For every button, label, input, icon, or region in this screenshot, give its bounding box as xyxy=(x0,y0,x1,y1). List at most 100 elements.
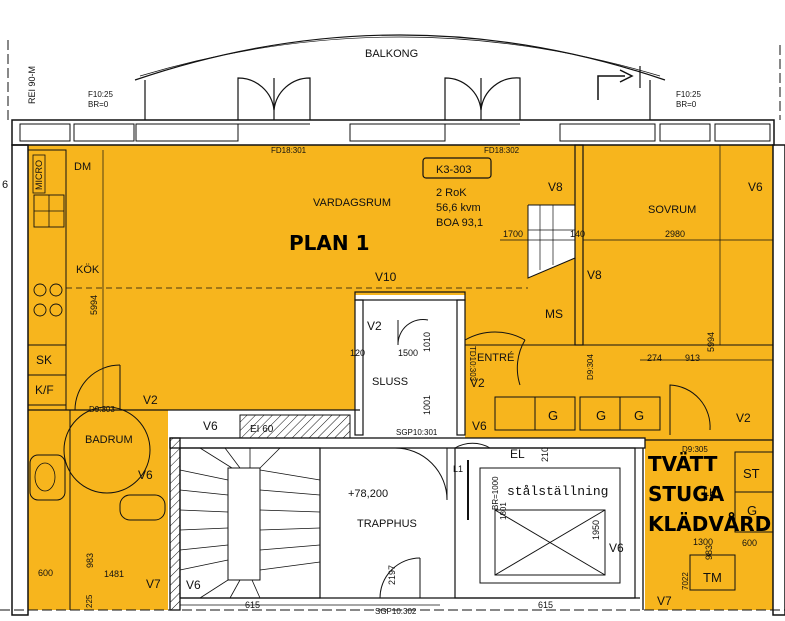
wardrobe xyxy=(534,396,576,431)
dim-1001: 1001 xyxy=(422,395,432,415)
label-g2: G xyxy=(596,408,606,423)
label-br1000: BR=1000 xyxy=(491,476,500,510)
door-sgp302 xyxy=(379,557,421,599)
label-sgp302: SGP10:302 xyxy=(375,607,417,616)
label-g4: G xyxy=(747,503,757,518)
label-v6-left: 6 xyxy=(2,179,8,191)
handwritten-note-1: TVÄTT xyxy=(648,452,718,476)
label-apartment-type: 2 RoK xyxy=(436,187,467,199)
bad-door xyxy=(74,364,121,411)
label-trapphus: TRAPPHUS xyxy=(357,518,417,530)
floor-corridor xyxy=(450,395,640,435)
label-f10-left: F10:25 xyxy=(88,90,113,99)
window xyxy=(559,123,656,142)
dim-600a: 600 xyxy=(38,568,53,578)
stair-core xyxy=(227,467,261,581)
door-sgp301 xyxy=(394,447,448,501)
dim-1950: 1950 xyxy=(591,520,601,540)
label-l1: L1 xyxy=(453,464,463,474)
label-apartment-boa: BOA 93,1 xyxy=(436,217,483,229)
outer-walls xyxy=(0,40,785,616)
label-v2-sluss: V2 xyxy=(367,319,382,333)
label-entre: ENTRÉ xyxy=(477,351,514,364)
label-v6-bad: V6 xyxy=(138,468,153,482)
label-f10-right: F10:25 xyxy=(676,90,701,99)
window xyxy=(714,123,771,142)
plan-title: PLAN 1 xyxy=(289,231,370,255)
label-v6-sovrum: V6 xyxy=(748,180,763,194)
toilet xyxy=(119,494,166,521)
label-d9-303: D9:303 xyxy=(89,405,115,414)
door-leaf xyxy=(273,77,311,120)
label-v10: V10 xyxy=(375,270,397,284)
label-apartment-area: 56,6 kvm xyxy=(436,202,481,214)
micro-box xyxy=(32,154,46,194)
label-v8a: V8 xyxy=(548,180,563,194)
dim-1801: 1801 xyxy=(499,502,508,520)
label-v7a: V7 xyxy=(146,577,161,591)
dim-7022: 7022 xyxy=(681,572,690,590)
turning-circle xyxy=(63,406,151,494)
handwritten-note-3: KLÄDVÅRD xyxy=(648,512,771,536)
entry-door-arc xyxy=(516,339,526,386)
dim-983a: 983 xyxy=(85,553,95,568)
label-v2-bad: V2 xyxy=(143,393,158,407)
floor-tvattstuga xyxy=(643,440,773,610)
stair-treads xyxy=(179,447,321,599)
dim-1300: 1300 xyxy=(693,537,713,547)
dim-1481: 1481 xyxy=(104,569,124,579)
tm-box xyxy=(689,554,736,591)
dim-1700: 1700 xyxy=(503,229,523,239)
label-v6-trapp: V6 xyxy=(472,419,487,433)
label-d9-305: D9:305 xyxy=(682,445,708,454)
trapphus xyxy=(169,414,646,611)
exterior-wall-left xyxy=(11,144,29,616)
label-balkong: BALKONG xyxy=(365,48,418,60)
exterior-wall-right xyxy=(772,144,785,616)
basin xyxy=(34,462,56,492)
label-level: +78,200 xyxy=(348,488,388,500)
label-fd302: FD18:302 xyxy=(484,146,520,155)
label-el: EL xyxy=(510,447,525,461)
window xyxy=(19,123,71,142)
dim-274: 274 xyxy=(647,353,662,363)
wall-sluss-top xyxy=(354,291,466,301)
dim-2197: 2197 xyxy=(387,565,397,585)
floor-badrum xyxy=(28,410,168,610)
wall-trapphus-left xyxy=(169,437,181,611)
label-v7b: V7 xyxy=(657,594,672,608)
section-arrow xyxy=(597,75,625,100)
dim-5994b: 5994 xyxy=(706,332,716,352)
elevator-platform xyxy=(494,509,606,576)
dim-2980: 2980 xyxy=(665,229,685,239)
label-v6-right: V6 xyxy=(609,541,624,555)
label-dm: DM xyxy=(74,161,91,173)
sink-bad xyxy=(29,454,66,501)
elevator-cross xyxy=(494,509,606,576)
dim-120: 120 xyxy=(350,348,365,358)
dim-983b: 983 xyxy=(704,545,714,560)
label-micro: MICRO xyxy=(34,160,44,190)
sluss-door xyxy=(397,319,429,346)
door-leaf xyxy=(480,77,521,120)
label-v6-vest: V6 xyxy=(203,419,218,433)
balcony xyxy=(134,34,666,120)
label-sovrum: SOVRUM xyxy=(648,204,696,216)
wall-trapphus-top xyxy=(169,437,646,449)
label-fd301: FD18:301 xyxy=(271,146,307,155)
dim-600b: 600 xyxy=(742,538,757,548)
dim-913: 913 xyxy=(685,353,700,363)
balcony-arc xyxy=(134,34,666,81)
sluss-area xyxy=(355,295,465,435)
exterior-wall-top xyxy=(11,119,775,146)
shaft-ei60 xyxy=(239,414,351,439)
wall-sluss-left xyxy=(354,299,364,436)
g-box xyxy=(734,491,774,533)
dim-615a: 615 xyxy=(245,600,260,610)
apartment-id-box xyxy=(422,157,492,179)
label-v6-bottom: V6 xyxy=(186,578,201,592)
window xyxy=(73,123,135,142)
label-v2-entre: V2 xyxy=(470,376,485,390)
label-sgp301: SGP10:301 xyxy=(396,428,438,437)
label-lk: LK xyxy=(703,487,717,499)
